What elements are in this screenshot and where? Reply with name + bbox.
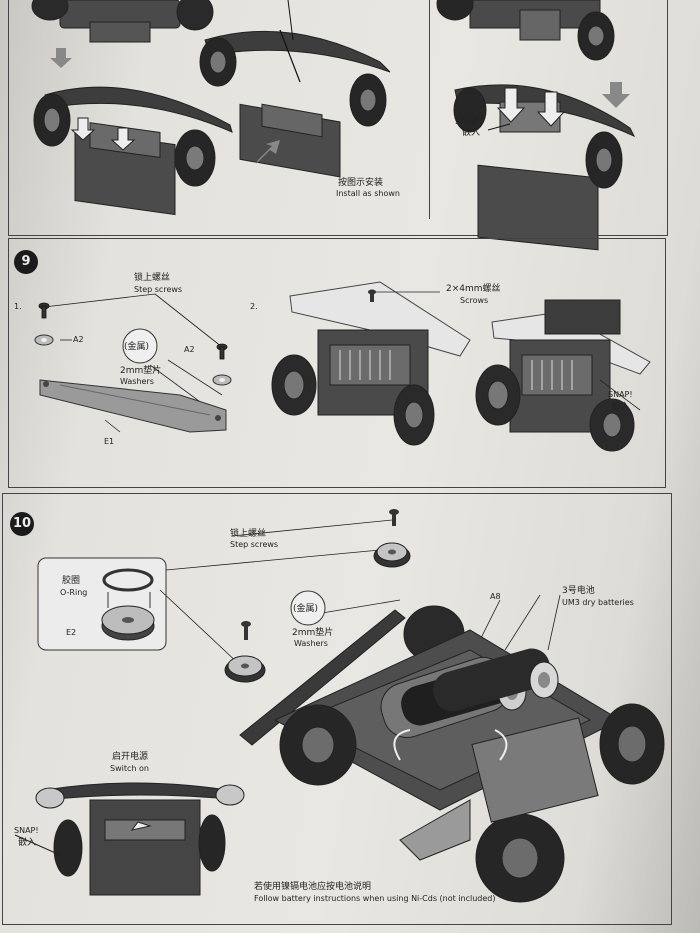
arrow-down-icon (602, 82, 630, 108)
step-9-panel (8, 238, 666, 488)
screw-icon (38, 302, 50, 319)
arrow-up-right-icon (256, 140, 280, 164)
washer-callout-circle (122, 328, 158, 364)
step-10-snap-cn: 嵌入 (18, 838, 37, 848)
step-9-screws-cn: 2×4mm螺丝 (446, 284, 501, 294)
step-9-step-screws-en: Step screws (134, 285, 183, 294)
screw-icon (216, 343, 228, 360)
motor-block (544, 299, 621, 335)
step-9-screws-en: Scrows (460, 296, 489, 305)
step-9-e1: E1 (104, 437, 115, 446)
car-drawing-switch-on (14, 782, 245, 896)
o-ring-icon (102, 568, 154, 592)
step-9-part1-drawing (34, 293, 232, 433)
step-9-sub-1: 1. (14, 302, 22, 311)
step-9-number-badge: 9 (14, 250, 38, 274)
step-10-oring-en: O-Ring (60, 588, 88, 597)
battery-icon (433, 648, 559, 712)
car-chassis-step10 (239, 605, 665, 903)
step-10-battery-cn: 3号电池 (562, 586, 595, 596)
screw-icon (368, 289, 376, 302)
step-10-e2: E2 (66, 628, 77, 637)
car-chassis-step9-left (271, 329, 435, 446)
step-10-washers-cn: 2mm垫片 (292, 628, 334, 638)
step-9-washer-circle-cn: (金属) (124, 342, 150, 352)
car-drawing-step8-bottom-left (33, 86, 233, 216)
step-10-note-cn: 若使用镍镉电池应按电池说明 (254, 882, 372, 892)
step-10-note-en: Follow battery instructions when using N… (254, 894, 496, 903)
car-drawing-top-left (31, 0, 214, 43)
step-10-washers-en: Washers (294, 639, 328, 648)
step-9-a2-right: A2 (184, 345, 195, 354)
step-10-snap-en: SNAP! (14, 826, 39, 835)
car-drawing-top-right (436, 0, 615, 61)
snap-en: SNAP! (455, 117, 483, 127)
step-9-washers-cn: 2mm垫片 (120, 366, 162, 376)
step-9-snap-en: SNAP! (608, 390, 633, 399)
step-9-sub-2: 2. (250, 302, 258, 311)
screw-icon (241, 621, 251, 640)
step-8-left-drawings (31, 0, 391, 216)
step-9-washers-en: Washers (120, 377, 154, 386)
step-8-snap-cn: 嵌入 (462, 128, 481, 138)
step-8-install-cn: 按图示安装 (338, 178, 384, 188)
step-8-snap-label: SNAP! (455, 117, 483, 127)
step-10-oring-cn: 胶圈 (62, 576, 81, 586)
step-9-step-screws-cn: 锁上螺丝 (134, 273, 171, 283)
step-9-snap-cn: 嵌入 (612, 402, 631, 412)
step-10-washer-circle-cn: (金属) (293, 604, 319, 614)
step-10-switch-en: Switch on (110, 764, 149, 773)
wheel-hub-e2-icon (101, 605, 155, 641)
step-9-a2-left: A2 (73, 335, 84, 344)
step-8-panel (8, 0, 668, 236)
washer-callout-circle (290, 590, 326, 626)
car-drawing-step8-middle (199, 0, 391, 178)
step-8-right-drawings (436, 0, 636, 251)
arrow-down-icon (50, 48, 72, 68)
step-10-switch-cn: 启开电源 (112, 752, 149, 762)
car-chassis-step9-right (475, 339, 635, 452)
wheel-hub-icon (224, 655, 266, 683)
wheel-hub-icon (373, 542, 411, 568)
part-e1-drawing (39, 379, 227, 433)
step-10-panel (2, 493, 672, 925)
step-10-step-screws-en: Step screws (230, 540, 279, 549)
step-10-a8: A8 (490, 592, 501, 601)
step-8-install-en: Install as shown (336, 189, 400, 198)
step-10-number-badge: 10 (10, 512, 34, 536)
step-8-divider (429, 0, 430, 219)
step-10-battery-en: UM3 dry batteries (562, 598, 634, 607)
car-drawing-step8-bottom-right (453, 84, 636, 251)
step-9-part2-drawing (271, 281, 651, 452)
screw-icon (389, 509, 399, 526)
